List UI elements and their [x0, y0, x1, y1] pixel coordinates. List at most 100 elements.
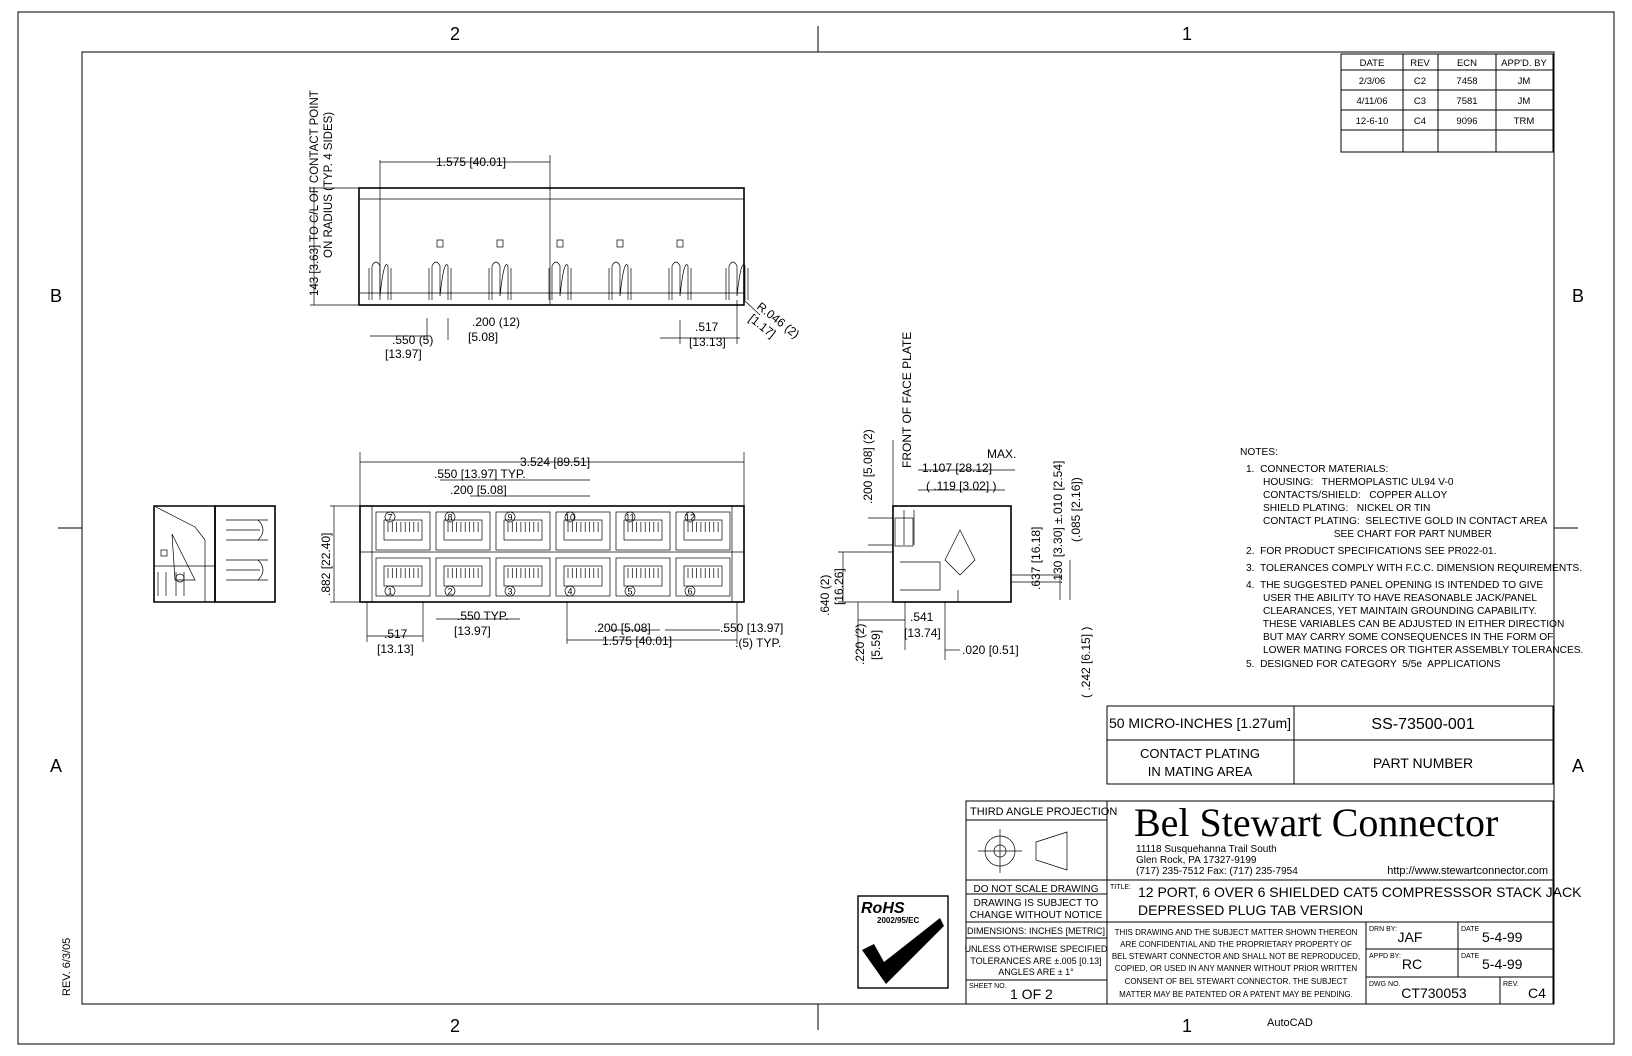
dim-front-550typ-mm: [13.97] — [454, 624, 491, 638]
approved-by-label: APPD BY: — [1369, 953, 1401, 960]
dim-side-face-plate: FRONT OF FACE PLATE — [900, 332, 914, 468]
dim-front-517: .517 — [384, 627, 408, 641]
note-line: BUT MAY CARRY SOME CONSEQUENCES IN THE F… — [1246, 632, 1553, 643]
dim-side-119: ( .119 [3.02] ) — [926, 479, 996, 493]
company-url: http://www.stewartconnector.com — [1387, 865, 1548, 877]
confidential-5: CONSENT OF BEL STEWART CONNECTOR. THE SU… — [1125, 977, 1348, 986]
dim-front-height: .882 [22.40] — [319, 533, 333, 596]
rj45-port-lower: 2 — [435, 557, 491, 597]
company-name: Bel Stewart Connector — [1134, 800, 1498, 845]
rohs-directive: 2002/95/EC — [877, 916, 919, 925]
port-number: 4 — [567, 587, 572, 597]
contact-spring — [608, 239, 632, 300]
dim-side-242: ( .242 [6.15] ) — [1079, 627, 1093, 698]
drawn-by-value: JAF — [1398, 929, 1423, 945]
note-line: CONTACTS/SHIELD: COPPER ALLOY — [1246, 490, 1448, 501]
dimensions-units: DIMENSIONS: INCHES [METRIC] — [967, 926, 1105, 936]
revision-table: DATE REV ECN APP'D. BY 2/3/06 C2 7458 JM… — [1340, 53, 1554, 153]
note-line: USER THE ABILITY TO HAVE REASONABLE JACK… — [1246, 593, 1537, 604]
rj45-port-upper: 11 — [615, 511, 671, 551]
note-line: 4. THE SUGGESTED PANEL OPENING IS INTEND… — [1246, 580, 1543, 591]
plating-label-1: CONTACT PLATING — [1140, 746, 1260, 761]
dim-top-200: .200 (12) — [472, 315, 520, 329]
dim-side-max: MAX. — [987, 447, 1016, 461]
rev-cell: C2 — [1414, 76, 1426, 87]
contact-spring — [668, 239, 692, 300]
dim-side-541-mm: [13.74] — [904, 626, 941, 640]
projection-label: THIRD ANGLE PROJECTION — [970, 806, 1117, 818]
port-number-badge — [504, 511, 516, 523]
dim-side-220: .220 (2) — [853, 624, 867, 665]
rev-cell: 7458 — [1456, 76, 1477, 87]
dim-top-span: 1.575 [40.01] — [436, 155, 506, 169]
notes-block: NOTES: 1. CONNECTOR MATERIALS: HOUSING: … — [1240, 447, 1583, 670]
part-number-table: 50 MICRO-INCHES [1.27um] SS-73500-001 CO… — [1106, 705, 1554, 785]
drawing-border — [17, 11, 1615, 1045]
confidential-1: THIS DRAWING AND THE SUBJECT MATTER SHOW… — [1115, 928, 1358, 937]
port-number: 7 — [387, 513, 392, 523]
drawing-title-1: 12 PORT, 6 OVER 6 SHIELDED CAT5 COMPRESS… — [1138, 884, 1582, 900]
contact-spring — [488, 239, 512, 300]
contact-spring — [725, 261, 749, 300]
approved-date-value: 5-4-99 — [1482, 956, 1523, 972]
dim-side-020: .020 [0.51] — [962, 643, 1019, 657]
drawn-by-label: DRN BY: — [1369, 926, 1397, 933]
port-number: 2 — [447, 587, 452, 597]
title-block: THIRD ANGLE PROJECTION Bel Stewart Conne… — [965, 800, 1582, 1005]
company-phone: (717) 235-7512 Fax: (717) 235-7954 — [1136, 866, 1298, 877]
part-number-label: PART NUMBER — [1373, 755, 1473, 771]
rj45-port-lower: 6 — [675, 557, 731, 597]
port-number-badge — [444, 511, 456, 523]
top-view-contacts — [368, 239, 749, 300]
dim-front-overall: 3.524 [89.51] — [520, 455, 590, 469]
dim-front-typ200: .200 [5.08] — [450, 483, 507, 497]
note-line: CLEARANCES, YET MAINTAIN GROUNDING CAPAB… — [1246, 606, 1537, 617]
contact-spring — [428, 239, 452, 300]
drawing-title-2: DEPRESSED PLUG TAB VERSION — [1138, 902, 1363, 918]
rj45-port-lower: 3 — [495, 557, 551, 597]
port-number-badge — [384, 585, 396, 597]
dim-side-637: .637 [16.18] — [1029, 527, 1043, 590]
third-angle-projection-icon — [978, 829, 1068, 873]
port-number-badge — [684, 511, 696, 523]
dim-side-640-mm: [16.26] — [832, 568, 846, 605]
port-number: 11 — [625, 513, 634, 523]
confidential-6: MATTER MAY BE PATENTED OR A PATENT MAY B… — [1119, 990, 1353, 999]
subject-to-change-1: DRAWING IS SUBJECT TO — [974, 898, 1099, 909]
dim-side-220-mm: [5.59] — [869, 630, 883, 660]
dim-front-b1575: 1.575 [40.01] — [602, 634, 672, 648]
left-side-view — [153, 505, 276, 603]
sheet-value: 1 OF 2 — [1010, 986, 1053, 1002]
dim-front-b200: .200 [5.08] — [594, 621, 651, 635]
rj45-port-upper: 7 — [375, 511, 431, 551]
dim-front-b550: .550 [13.97] — [720, 621, 783, 635]
rev-header-date: DATE — [1360, 58, 1385, 69]
dwg-no-value: CT730053 — [1401, 985, 1467, 1001]
rev-header-appd: APP'D. BY — [1501, 58, 1547, 69]
rj45-port-lower: 4 — [555, 557, 611, 597]
note-line: CONTACT PLATING: SELECTIVE GOLD IN CONTA… — [1246, 516, 1548, 527]
port-number-badge — [624, 585, 636, 597]
port-number-badge — [624, 511, 636, 523]
port-number: 8 — [447, 513, 452, 523]
tolerance-3: ANGLES ARE ± 1° — [998, 967, 1074, 977]
dim-front-550typ: .550 TYP. — [457, 609, 509, 623]
dim-front-typ550: .550 [13.97] TYP. — [434, 467, 526, 481]
zone-col-1-top: 1 — [1182, 24, 1192, 44]
right-side-view: FRONT OF FACE PLATE MAX. 1.107 [28.12] (… — [818, 332, 1093, 698]
dim-top-200-mm: [5.08] — [468, 330, 498, 344]
rev-cell: JM — [1518, 76, 1531, 87]
top-view: 1.575 [40.01] 143 [3.63] TO C/L OF CONTA… — [309, 90, 802, 361]
note-line: LOWER MATING FORCES OR TIGHTER ASSEMBLY … — [1246, 645, 1583, 656]
rev-value: C4 — [1528, 985, 1546, 1001]
title-label: TITLE: — [1110, 884, 1131, 891]
rev-header-rev: REV — [1410, 58, 1430, 69]
dim-side-130: .130 [3.30] ±.010 [2.54] — [1051, 461, 1065, 584]
rev-cell: 4/11/06 — [1357, 96, 1388, 107]
port-number: 3 — [507, 587, 512, 597]
note-line: THESE VARIABLES CAN BE ADJUSTED IN EITHE… — [1246, 619, 1564, 630]
note-line: HOUSING: THERMOPLASTIC UL94 V-0 — [1246, 477, 1454, 488]
zone-col-1-bottom: 1 — [1182, 1016, 1192, 1036]
zone-markers: 2 1 2 1 B B A A — [50, 24, 1584, 1036]
